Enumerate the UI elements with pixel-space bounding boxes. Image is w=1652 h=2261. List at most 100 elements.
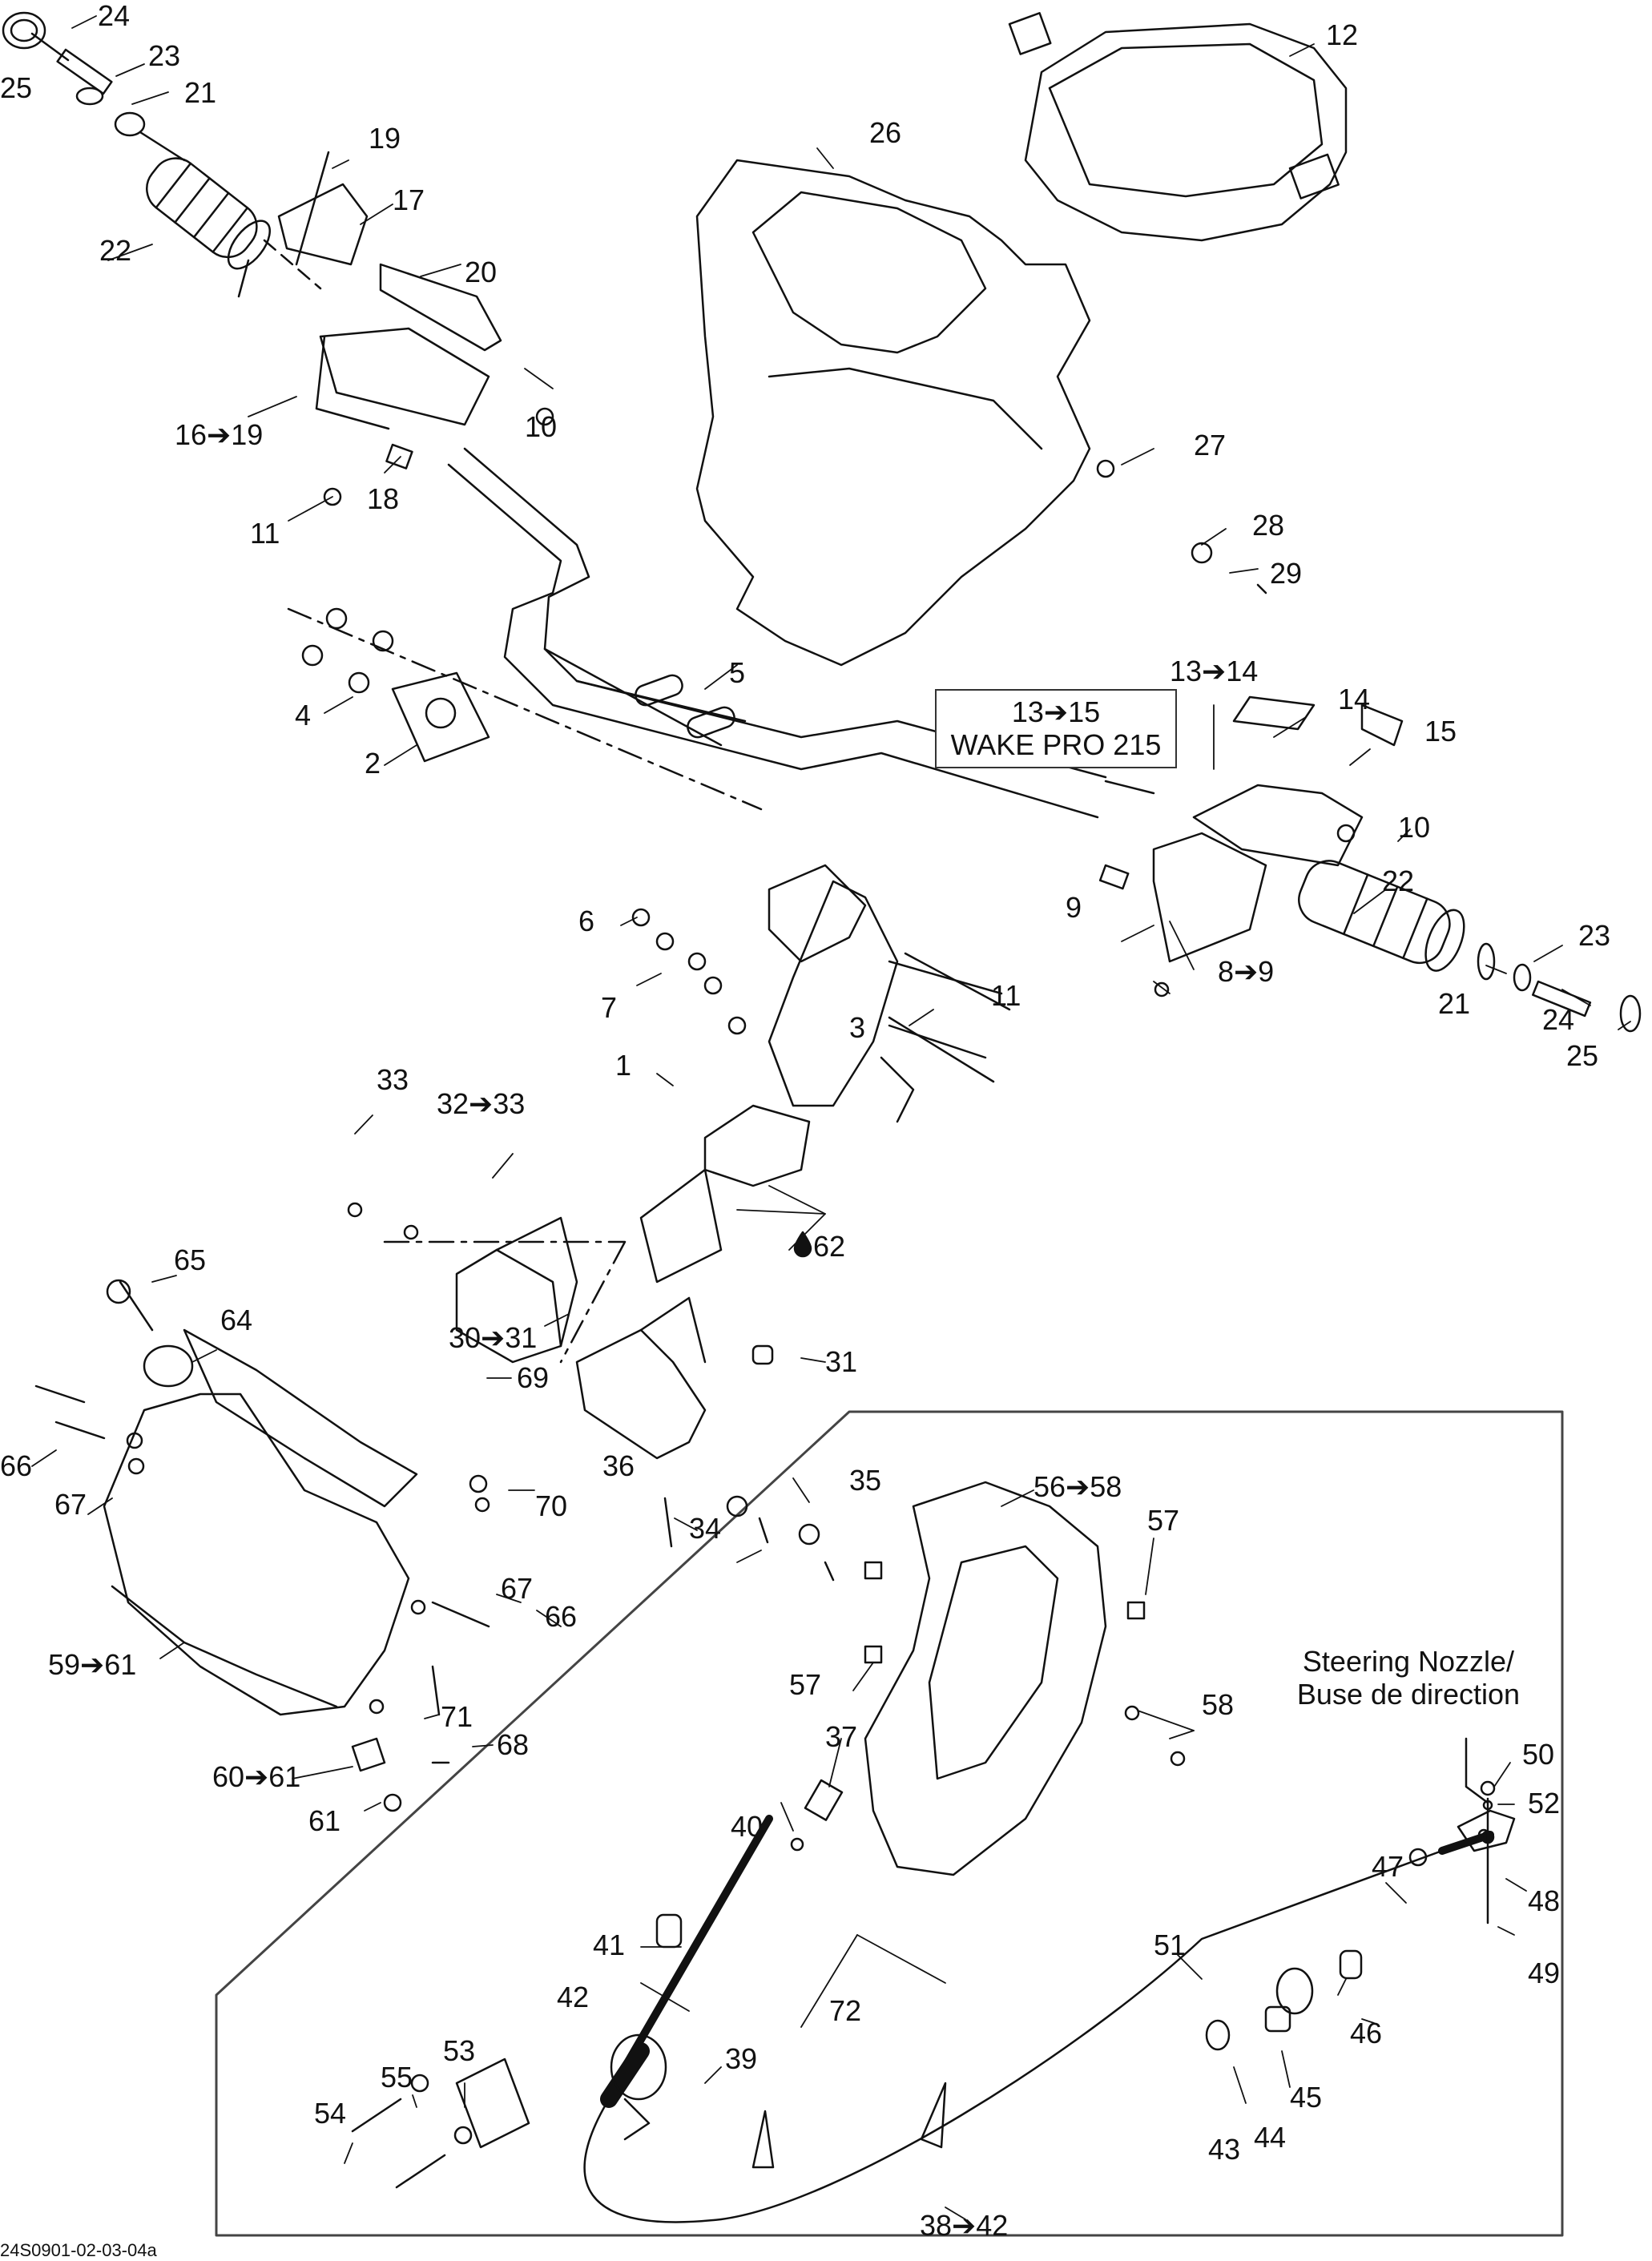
lubricant-drop-icon — [793, 1231, 812, 1258]
callout-19: 19 — [369, 122, 401, 155]
callout-27: 27 — [1194, 429, 1227, 461]
callout-11: 11 — [250, 517, 280, 550]
callout-37: 37 — [825, 1720, 858, 1753]
callout-25: 25 — [0, 71, 33, 104]
lower-assembly — [351, 1481, 1516, 2223]
callout-46: 46 — [1350, 2017, 1383, 2049]
callout-72: 72 — [829, 1994, 862, 2027]
callout-3: 3 — [849, 1011, 866, 1044]
callout-31: 31 — [825, 1345, 858, 1378]
callout-45: 45 — [1290, 2081, 1323, 2114]
callout-50: 50 — [1522, 1738, 1555, 1771]
callout-12: 12 — [1326, 18, 1359, 51]
callout-51: 51 — [1154, 1928, 1187, 1961]
callout-9: 9 — [1066, 891, 1082, 924]
callout-44: 44 — [1254, 2121, 1287, 2154]
wake-pro-note-line-2: WAKE PRO 215 — [950, 728, 1162, 762]
callout-47: 47 — [1372, 1850, 1404, 1883]
callout-62: 62 — [813, 1230, 846, 1263]
callout-24: 24 — [98, 0, 131, 32]
callout-57: 57 — [1147, 1504, 1180, 1537]
wake-pro-note-line-1: 13➔15 — [1011, 695, 1101, 728]
steering-nozzle-line-2: Buse de direction — [1296, 1678, 1521, 1711]
callout-64: 64 — [220, 1304, 253, 1336]
callout-4: 4 — [295, 699, 312, 732]
steering-column — [631, 864, 1011, 1284]
clamp-parts — [287, 607, 763, 811]
steering-nozzle-line-1: Steering Nozzle/ — [1302, 1645, 1515, 1678]
callout-17: 17 — [393, 183, 425, 216]
wake-pro-note-box: 13➔15 WAKE PRO 215 — [935, 689, 1177, 768]
callout-55: 55 — [381, 2061, 413, 2094]
callout-10: 10 — [525, 410, 558, 443]
callout-5: 5 — [729, 656, 746, 689]
callout-58: 58 — [1202, 1688, 1235, 1721]
diagram-reference-code: 24S0901-02-03-04a — [0, 2240, 157, 2260]
callout-38-42: 38➔42 — [920, 2209, 1009, 2242]
callout-16-19: 16➔19 — [175, 418, 264, 451]
callout-21: 21 — [184, 76, 217, 109]
callout-10b: 10 — [1398, 811, 1431, 844]
callout-68: 68 — [497, 1728, 530, 1761]
callout-54: 54 — [314, 2097, 347, 2130]
callout-26: 26 — [869, 116, 902, 149]
callout-57b: 57 — [789, 1668, 822, 1701]
callout-28: 28 — [1252, 509, 1285, 542]
callout-6: 6 — [578, 905, 595, 937]
column-base — [34, 1240, 627, 1812]
handlebar — [447, 447, 1155, 819]
callout-33: 33 — [377, 1063, 409, 1096]
callout-66: 66 — [0, 1449, 33, 1482]
right-grip-assembly — [1098, 695, 1642, 1033]
callout-56-58: 56➔58 — [1034, 1470, 1122, 1503]
callout-11b: 11 — [991, 979, 1021, 1012]
callout-65: 65 — [174, 1243, 207, 1276]
callout-70: 70 — [535, 1489, 568, 1522]
callout-43: 43 — [1208, 2133, 1241, 2166]
callout-61: 61 — [308, 1804, 341, 1837]
top-cover — [1008, 12, 1348, 242]
callout-22: 22 — [99, 234, 132, 267]
callout-67b: 67 — [501, 1572, 534, 1605]
callout-13-14: 13➔14 — [1170, 655, 1259, 687]
callout-42: 42 — [557, 1981, 590, 2013]
callout-59-61: 59➔61 — [48, 1648, 137, 1681]
callout-21b: 21 — [1438, 987, 1471, 1020]
callout-69: 69 — [517, 1361, 550, 1394]
callout-18: 18 — [367, 482, 400, 515]
callout-25b: 25 — [1566, 1039, 1599, 1072]
callout-1: 1 — [615, 1049, 632, 1082]
callout-7: 7 — [601, 991, 618, 1024]
callout-20: 20 — [465, 256, 498, 288]
callout-40: 40 — [731, 1810, 764, 1843]
callout-71: 71 — [441, 1700, 473, 1733]
callout-15: 15 — [1424, 715, 1457, 748]
callout-60-61: 60➔61 — [212, 1760, 301, 1793]
subassembly-frame — [215, 1410, 1564, 2237]
callout-32-33: 32➔33 — [437, 1087, 526, 1120]
callout-48: 48 — [1528, 1884, 1561, 1917]
callout-2: 2 — [365, 747, 381, 780]
callout-22b: 22 — [1382, 864, 1415, 897]
callout-14: 14 — [1338, 683, 1371, 715]
column-brackets — [347, 1202, 835, 1582]
callout-30-31: 30➔31 — [449, 1321, 538, 1354]
callout-66b: 66 — [545, 1600, 578, 1633]
callout-35: 35 — [849, 1464, 882, 1497]
callout-8-9: 8➔9 — [1218, 955, 1275, 988]
callout-23b: 23 — [1578, 919, 1611, 952]
callout-24b: 24 — [1542, 1003, 1575, 1036]
callout-29: 29 — [1270, 557, 1303, 590]
leader-lines — [31, 15, 1631, 2220]
callout-67: 67 — [54, 1488, 87, 1521]
callout-23: 23 — [148, 39, 181, 72]
callout-36: 36 — [602, 1449, 635, 1482]
callout-52: 52 — [1528, 1787, 1561, 1820]
left-grip-assembly — [2, 11, 554, 506]
callout-39: 39 — [725, 2042, 758, 2075]
callout-49: 49 — [1528, 1957, 1561, 1989]
callout-34: 34 — [689, 1512, 722, 1545]
steering-nozzle-note: Steering Nozzle/ Buse de direction — [1288, 1645, 1529, 1711]
callout-53: 53 — [443, 2034, 476, 2067]
